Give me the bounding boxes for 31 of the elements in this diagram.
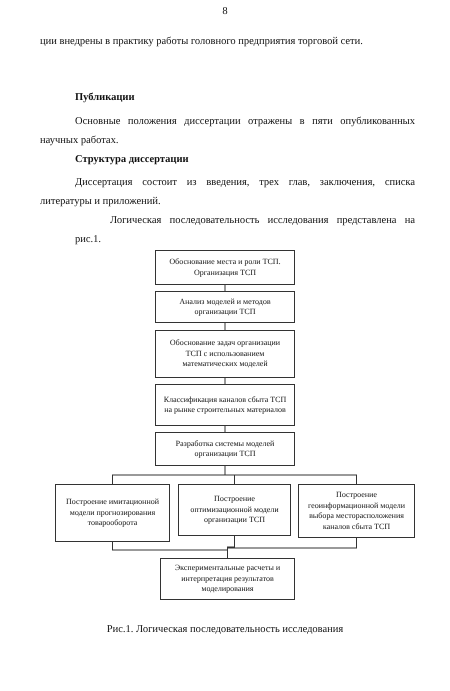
process-box [155, 432, 295, 466]
box-text: Экспериментальные расчеты и интерпретация результатов моделирования [174, 563, 282, 595]
section-heading: Публикации [75, 91, 136, 105]
process-box [160, 558, 295, 600]
paragraph: Диссертация состоит из введения, трех глав, заключения, списка литературы и приложений. [40, 176, 415, 209]
box-text: Классификация каналов сбыта ТСП на рынке строительных материалов [162, 394, 288, 416]
process-box [298, 484, 415, 538]
box-text: Построение геоинформационной модели выбора месторасположения каналов сбыта ТСП [306, 490, 406, 532]
process-box [55, 484, 170, 542]
box-text: Построение имитационной модели прогнозирования товарооборота [64, 497, 160, 529]
paragraph: Основные положения диссертации отражены в пяти опубликованных научных работах. [40, 115, 415, 148]
process-box [178, 484, 291, 536]
connector-line [224, 322, 226, 330]
figure-caption: Рис.1. Логическая последовательность исследования [106, 624, 344, 635]
connector-line [227, 538, 357, 558]
process-box [155, 291, 295, 323]
connector-line [224, 378, 226, 384]
box-text: Обоснование места и роли ТСП. Организация ТСП [168, 257, 282, 278]
paragraph: ции внедрены в практику работы головного предприятия торговой сети. [40, 35, 364, 49]
paragraph: Логическая последовательность исследования представлена на рис.1. [75, 214, 415, 247]
box-text: Построение оптимизационной модели организации ТСП [189, 494, 280, 526]
connector-line [224, 284, 226, 292]
process-box [155, 250, 295, 285]
section-heading: Структура диссертации [75, 153, 190, 167]
box-text: Анализ моделей и методов организации ТСП [178, 296, 272, 318]
process-box [155, 384, 295, 426]
connector-line [224, 426, 226, 432]
box-text: Обоснование задач организации ТСП с использованием математических моделей [168, 338, 282, 370]
process-box [155, 330, 295, 378]
box-text: Разработка системы моделей организации ТСП [174, 438, 276, 460]
page-number: 8 [221, 5, 229, 19]
